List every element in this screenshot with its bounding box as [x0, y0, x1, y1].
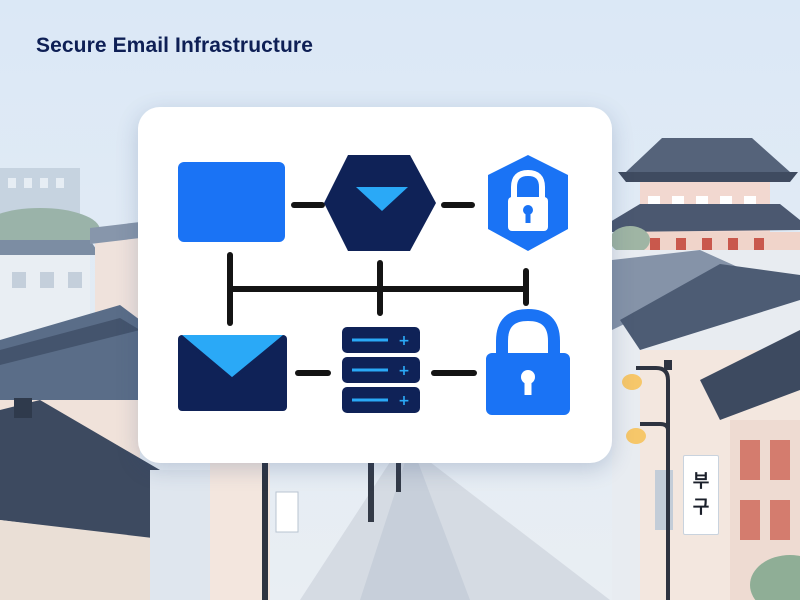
email-infrastructure-diagram: + + +	[178, 155, 570, 415]
envelope-hexagon-icon	[324, 155, 436, 251]
lock-hexagon-icon	[488, 155, 568, 251]
page-title: Secure Email Infrastructure	[36, 34, 313, 57]
street-lamp	[622, 360, 672, 600]
bus-connector	[227, 252, 529, 326]
distant-buildings-left	[0, 168, 140, 350]
server-stack-icon: + + +	[342, 327, 420, 413]
street-sign-line-2: 구	[692, 497, 710, 518]
rooftops-left	[0, 305, 299, 600]
envelope-icon	[178, 335, 287, 411]
street-sign-line-1: 부	[692, 471, 710, 492]
diagram-card: + + +	[138, 107, 612, 463]
blank-square-icon	[178, 162, 285, 242]
street	[300, 462, 610, 600]
svg-text:+: +	[398, 333, 410, 349]
svg-text:+: +	[398, 393, 410, 409]
padlock-icon	[486, 308, 570, 415]
street-sign: 부 구	[683, 455, 719, 535]
svg-text:+: +	[398, 363, 410, 379]
